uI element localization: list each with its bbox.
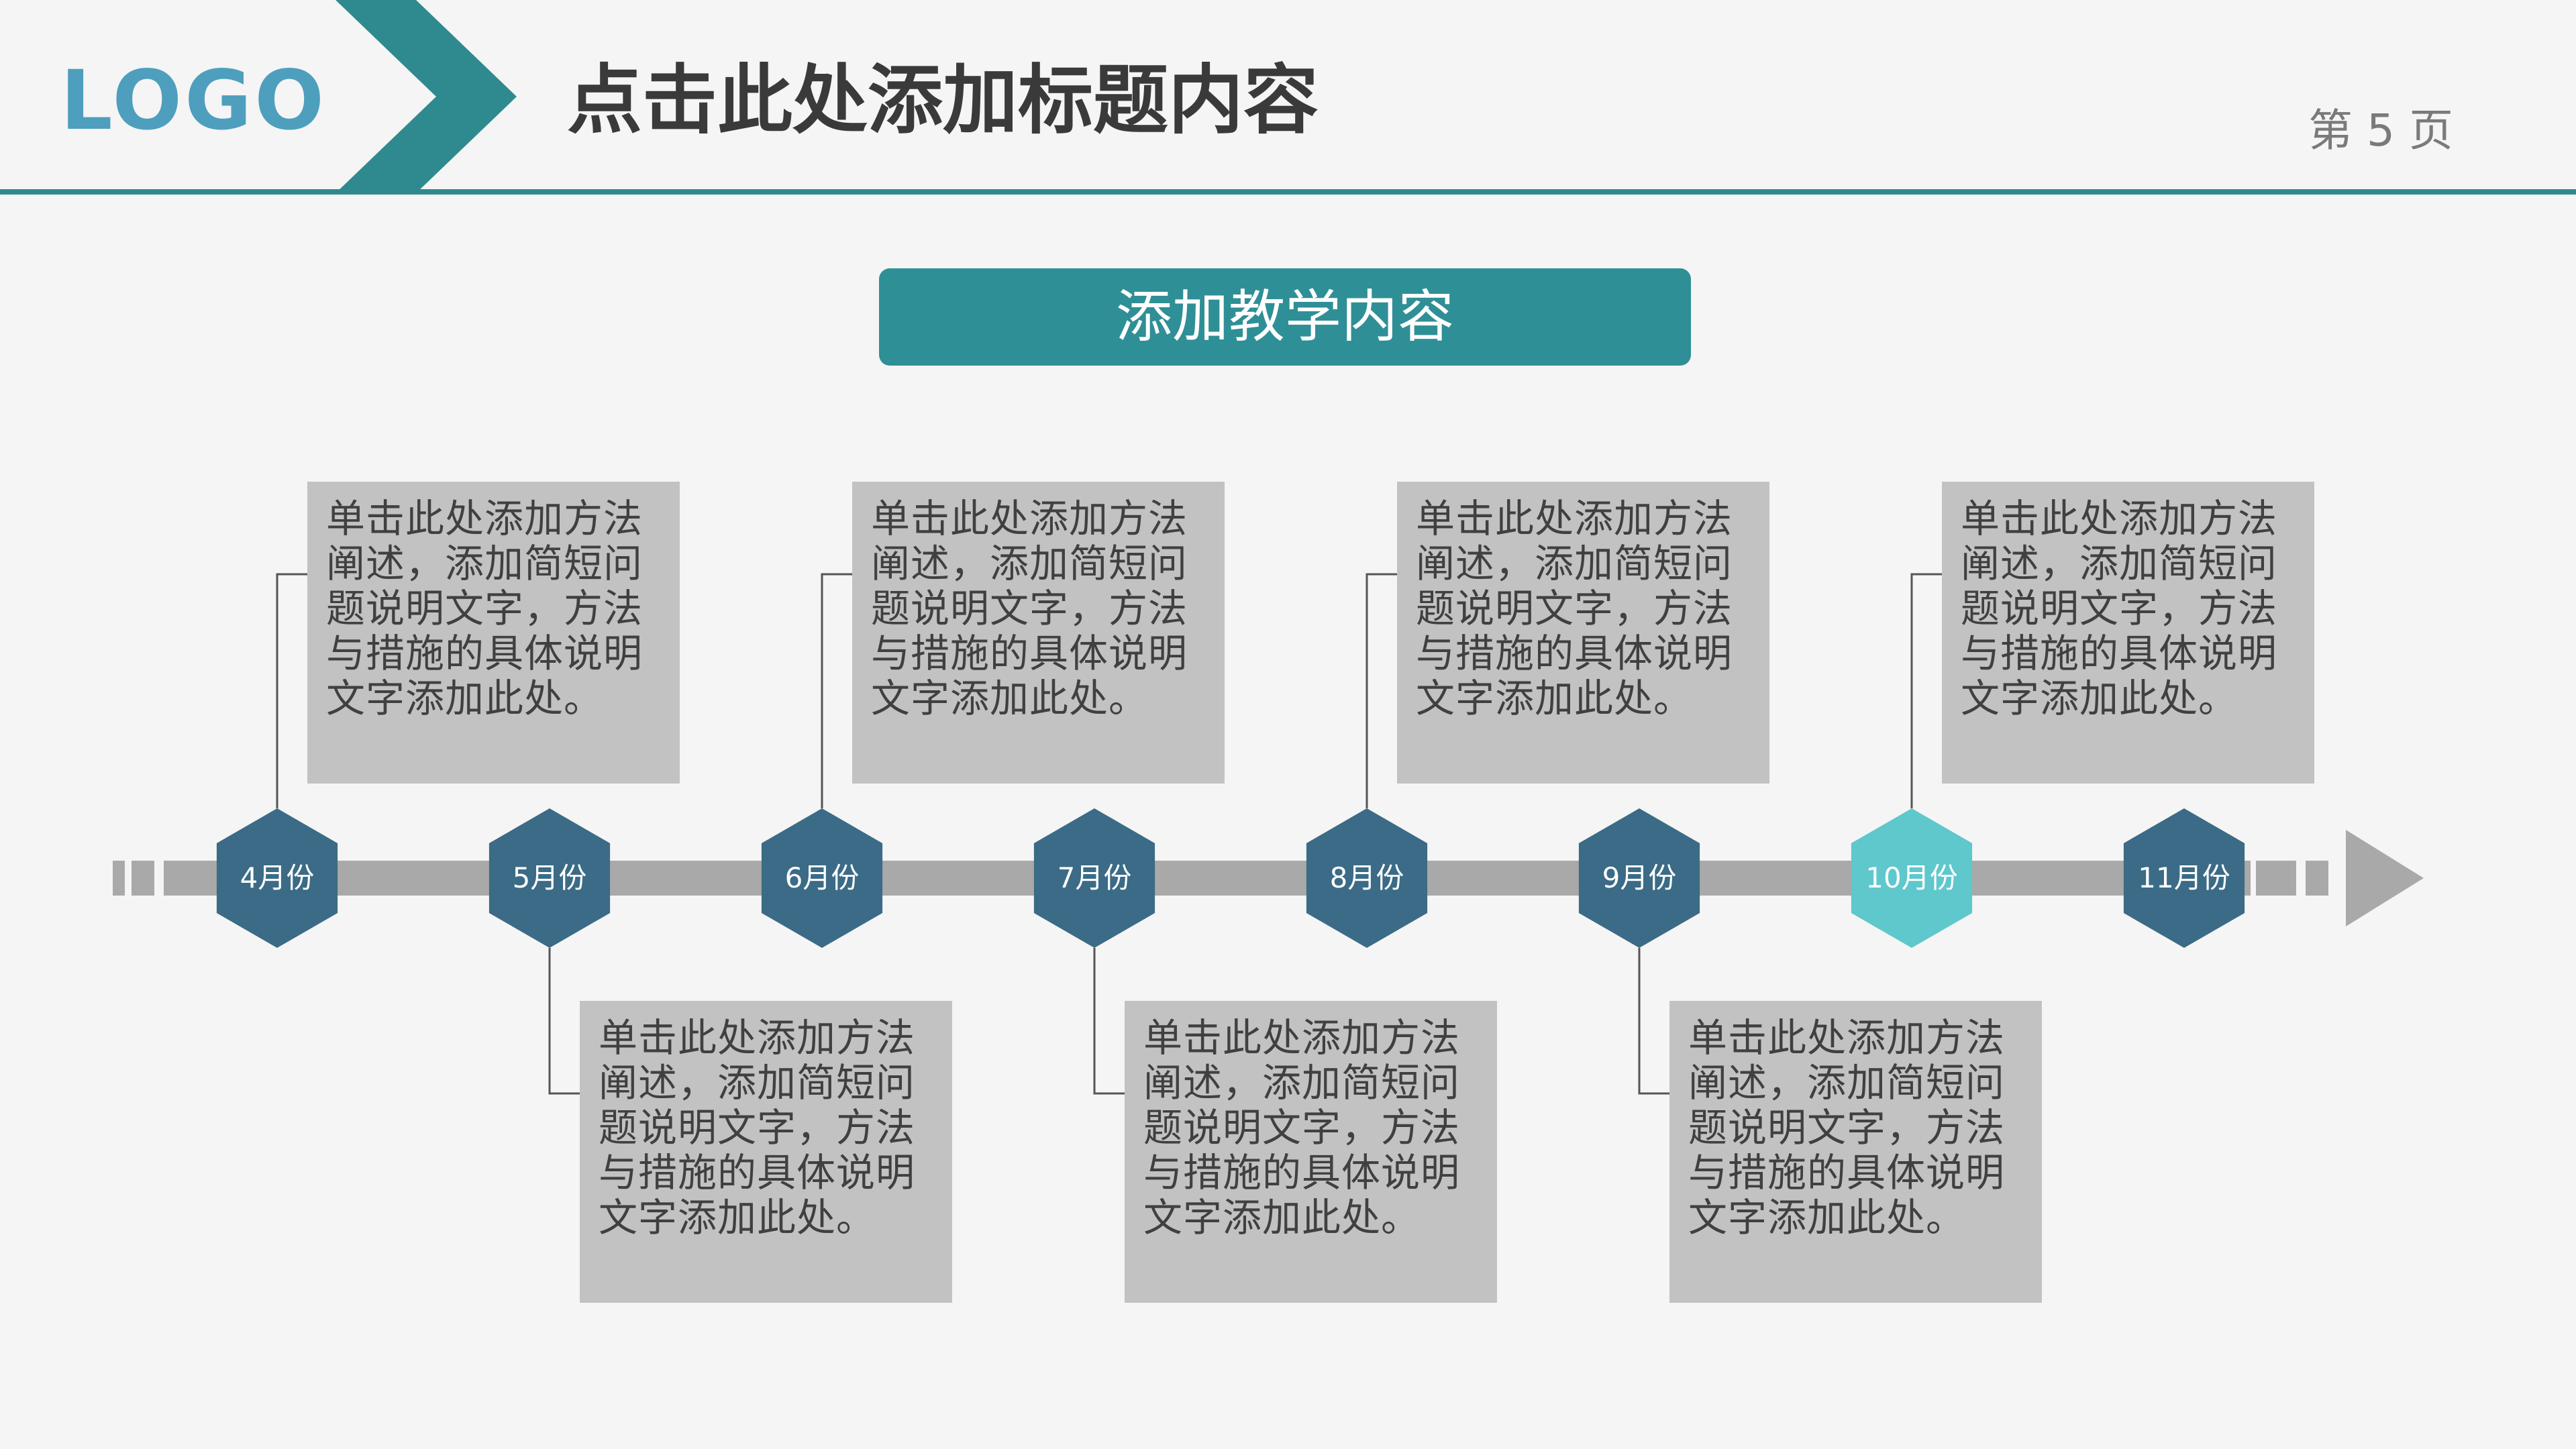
description-box[interactable]: 单击此处添加方法阐述，添加简短问题说明文字，方法与措施的具体说明文字添加此处。	[307, 482, 680, 784]
description-box[interactable]: 单击此处添加方法阐述，添加简短问题说明文字，方法与措施的具体说明文字添加此处。	[1669, 1001, 2042, 1303]
connector-line	[1638, 948, 1669, 1095]
milestone-hexagon[interactable]	[761, 808, 883, 948]
connector-line	[1910, 573, 1942, 808]
track-arrow-head	[2346, 830, 2424, 926]
description-box[interactable]: 单击此处添加方法阐述，添加简短问题说明文字，方法与措施的具体说明文字添加此处。	[1125, 1001, 1497, 1303]
connector-lines	[276, 573, 1942, 1095]
connector-line	[821, 573, 852, 808]
milestone-month-label: 5月份	[512, 861, 587, 894]
milestone-month-label: 4月份	[240, 861, 315, 894]
milestone-month-label: 8月份	[1329, 861, 1404, 894]
milestone-hexagon[interactable]	[1033, 808, 1155, 948]
section-banner[interactable]: 添加教学内容	[879, 268, 1691, 366]
milestone-hexagon[interactable]	[2123, 808, 2245, 948]
description-text: 单击此处添加方法阐述，添加简短问题说明文字，方法与措施的具体说明文字添加此处。	[326, 496, 643, 721]
milestone-month-label: 7月份	[1057, 861, 1132, 894]
track-dash	[2256, 861, 2296, 896]
description-box[interactable]: 单击此处添加方法阐述，添加简短问题说明文字，方法与措施的具体说明文字添加此处。	[1942, 482, 2314, 784]
description-text: 单击此处添加方法阐述，添加简短问题说明文字，方法与措施的具体说明文字添加此处。	[599, 1015, 916, 1240]
description-text: 单击此处添加方法阐述，添加简短问题说明文字，方法与措施的具体说明文字添加此处。	[1688, 1015, 2006, 1240]
milestone-hexagon[interactable]	[1851, 808, 1973, 948]
description-box[interactable]: 单击此处添加方法阐述，添加简短问题说明文字，方法与措施的具体说明文字添加此处。	[1397, 482, 1769, 784]
connector-line	[1366, 573, 1397, 808]
connector-line	[276, 573, 307, 808]
connector-line	[1093, 948, 1125, 1095]
milestone-hexagon[interactable]	[216, 808, 338, 948]
description-text: 单击此处添加方法阐述，添加简短问题说明文字，方法与措施的具体说明文字添加此处。	[1416, 496, 1733, 721]
milestone-month-label: 6月份	[784, 861, 860, 894]
track-dash	[132, 861, 154, 896]
description-text: 单击此处添加方法阐述，添加简短问题说明文字，方法与措施的具体说明文字添加此处。	[1961, 496, 2278, 721]
connector-line	[548, 948, 580, 1095]
milestone-hexagon[interactable]	[488, 808, 611, 948]
milestone-hexagon[interactable]	[1578, 808, 1700, 948]
milestone-month-label: 9月份	[1602, 861, 1677, 894]
header-divider	[0, 189, 2576, 195]
milestone-month-label: 10月份	[1865, 861, 1958, 894]
milestone-hexagons	[216, 808, 2245, 948]
header-chevron-shape	[336, 0, 517, 193]
logo: LOGO	[60, 53, 327, 148]
description-text: 单击此处添加方法阐述，添加简短问题说明文字，方法与措施的具体说明文字添加此处。	[871, 496, 1188, 721]
description-box[interactable]: 单击此处添加方法阐述，添加简短问题说明文字，方法与措施的具体说明文字添加此处。	[852, 482, 1225, 784]
track-dash	[2306, 861, 2328, 896]
milestone-month-label: 11月份	[2138, 861, 2230, 894]
track-dash	[164, 861, 204, 896]
track-dash	[113, 861, 125, 896]
page-title[interactable]: 点击此处添加标题内容	[567, 57, 1319, 144]
description-text: 单击此处添加方法阐述，添加简短问题说明文字，方法与措施的具体说明文字添加此处。	[1143, 1015, 1461, 1240]
description-box[interactable]: 单击此处添加方法阐述，添加简短问题说明文字，方法与措施的具体说明文字添加此处。	[580, 1001, 952, 1303]
timeline-track	[113, 830, 2424, 926]
milestone-hexagon[interactable]	[1306, 808, 1428, 948]
page-number: 第 5 页	[2308, 105, 2453, 156]
